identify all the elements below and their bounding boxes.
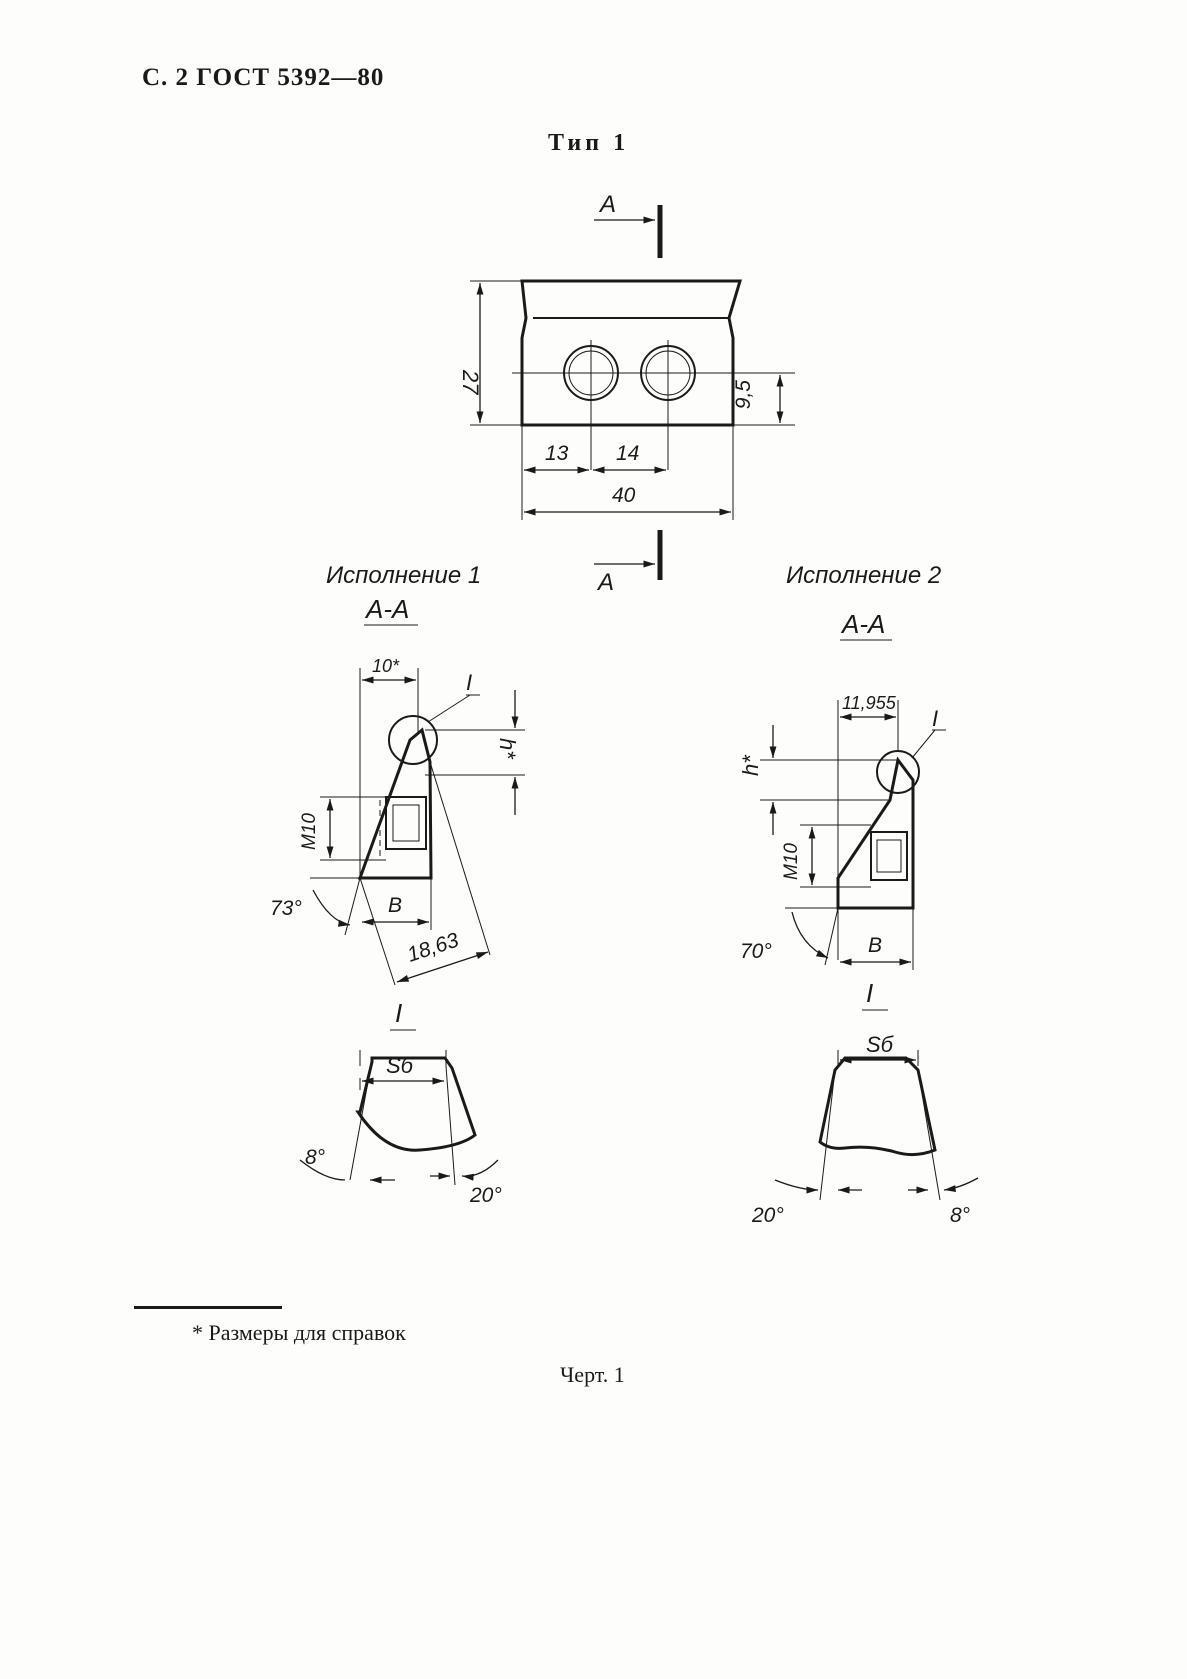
page-header: С. 2 ГОСТ 5392—80 [142, 64, 385, 91]
footnote: * Размеры для справок [192, 1320, 406, 1345]
variant1-detail-view: I Sб 8° 20° [299, 998, 502, 1207]
variant2-angle: 70° [740, 940, 772, 963]
variant2-section-label: А-А [840, 609, 885, 639]
variant1-detail-title: I [395, 998, 402, 1028]
type-title: Тип 1 [548, 130, 630, 156]
dim-hole-height: 9,5 [732, 380, 755, 410]
variant2-dim-h: h* [738, 754, 763, 776]
variant1-dim-diag: 18,63 [404, 929, 461, 967]
variant2-dim-thread: М10 [781, 843, 802, 880]
variant1-detail: I [466, 670, 472, 695]
dim-height: 27 [458, 369, 483, 395]
variant1-detail-sb: Sб [386, 1053, 415, 1078]
variant1-section-label: А-А [364, 594, 409, 624]
figure-caption: Черт. 1 [560, 1362, 625, 1387]
section-letter-top: А [598, 191, 616, 218]
variant2-dim-b: В [868, 934, 882, 957]
variant2-title: Исполнение 2 [786, 562, 941, 589]
variant1-detail-angle-left: 8° [305, 1146, 325, 1169]
variant1-section: Исполнение 1 А-А 10* I h* [270, 562, 525, 986]
variant2-detail: I [932, 706, 938, 731]
section-letter-bottom: А [596, 569, 614, 596]
variant2-detail-angle-right: 8° [950, 1204, 970, 1227]
variant1-dim-top: 10* [372, 656, 400, 676]
variant1-title: Исполнение 1 [326, 562, 481, 589]
variant1-dim-b: В [388, 894, 402, 917]
footnote-rule [134, 1306, 282, 1309]
dim-width: 40 [612, 484, 636, 507]
variant2-dim-top: 11,955 [842, 693, 897, 713]
dim-pitch: 14 [616, 442, 639, 465]
variant1-angle: 73° [270, 897, 302, 920]
variant1-dim-h: h* [495, 738, 520, 760]
top-view: А А 27 9,5 [458, 191, 795, 596]
variant2-detail-view: I Sб 20° 8° [751, 978, 979, 1227]
variant1-detail-angle-right: 20° [469, 1184, 502, 1207]
dim-left: 13 [545, 442, 569, 465]
variant2-detail-angle-left: 20° [751, 1204, 784, 1227]
variant2-section: Исполнение 2 А-А 11,955 I h* [738, 562, 946, 970]
variant1-dim-thread: М10 [299, 813, 320, 850]
variant2-detail-sb: Sб [866, 1032, 895, 1057]
variant2-detail-title: I [866, 978, 873, 1008]
